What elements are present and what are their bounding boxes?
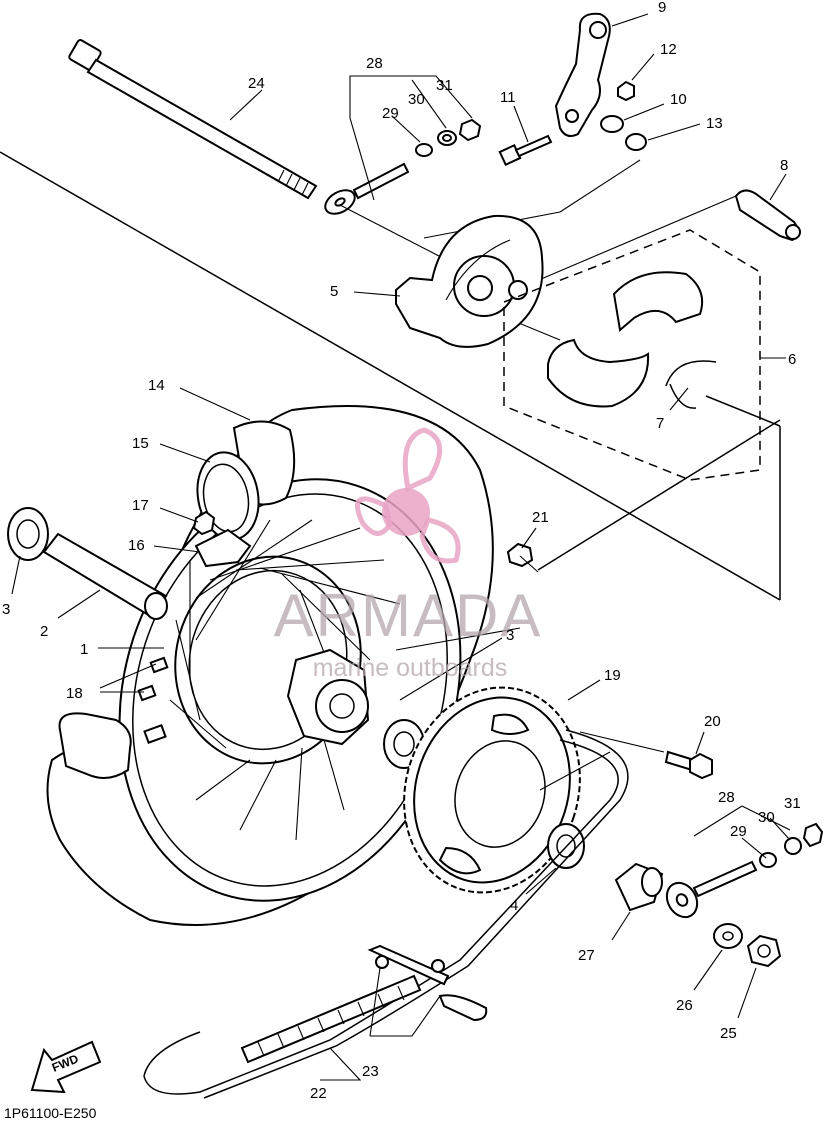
callout-19: 19 bbox=[604, 667, 621, 684]
callout-24: 24 bbox=[248, 75, 265, 92]
part-20-bolt bbox=[664, 750, 713, 780]
watermark-brand: ARMADA bbox=[274, 582, 543, 649]
watermark: ARMADA marine outboards bbox=[274, 427, 543, 682]
part-axle-nut bbox=[746, 934, 782, 968]
fwd-arrow-icon: FWD bbox=[30, 1040, 102, 1094]
callout-6: 6 bbox=[788, 351, 796, 368]
part-brake-plate bbox=[395, 214, 544, 348]
part-16-rim-lock bbox=[194, 528, 252, 568]
callout-28-lower: 28 bbox=[718, 789, 735, 806]
part-11-bolt bbox=[498, 134, 553, 167]
part-bearing-left bbox=[7, 507, 49, 561]
callout-20: 20 bbox=[704, 713, 721, 730]
callout-26: 26 bbox=[676, 997, 693, 1014]
callout-4: 4 bbox=[510, 897, 518, 914]
callout-13: 13 bbox=[706, 115, 723, 132]
callout-2: 2 bbox=[40, 623, 48, 640]
callout-3-left: 3 bbox=[2, 601, 10, 618]
callout-3-right: 3 bbox=[506, 627, 514, 644]
callout-12: 12 bbox=[660, 41, 677, 58]
callout-28-upper: 28 bbox=[366, 55, 383, 72]
callout-16: 16 bbox=[128, 537, 145, 554]
part-21-nut bbox=[506, 542, 539, 573]
wheel-spokes bbox=[169, 519, 401, 841]
drawing-code: 1P61100-E250 bbox=[4, 1105, 97, 1121]
callout-15: 15 bbox=[132, 435, 149, 452]
frame-lines bbox=[0, 151, 781, 601]
wheel-assembly bbox=[46, 405, 494, 926]
part-spacer bbox=[42, 532, 168, 620]
part-adjuster-lower bbox=[665, 805, 824, 919]
part-17-lock-nut bbox=[192, 510, 216, 536]
callout-7: 7 bbox=[656, 415, 664, 432]
part-axle bbox=[68, 39, 318, 200]
part-master-link bbox=[367, 944, 488, 1022]
part-10-washer bbox=[600, 115, 624, 133]
callout-22: 22 bbox=[310, 1085, 327, 1102]
callout-9: 9 bbox=[658, 0, 666, 16]
callout-17: 17 bbox=[132, 497, 149, 514]
callout-29-lower: 29 bbox=[730, 823, 747, 840]
callout-11: 11 bbox=[500, 89, 516, 106]
part-12-nut bbox=[617, 80, 635, 102]
watermark-tagline: marine outboards bbox=[313, 654, 508, 682]
callout-10: 10 bbox=[670, 91, 687, 108]
part-adjuster-upper bbox=[324, 118, 482, 215]
callout-8: 8 bbox=[780, 157, 788, 174]
part-brake-shoe-group bbox=[503, 229, 786, 481]
leader-lines bbox=[11, 13, 791, 1081]
callout-25: 25 bbox=[720, 1025, 737, 1042]
part-torque-arm bbox=[554, 12, 611, 137]
callout-27: 27 bbox=[578, 947, 595, 964]
callout-31-lower: 31 bbox=[784, 795, 801, 812]
part-washer-26 bbox=[713, 923, 743, 949]
callout-1: 1 bbox=[80, 641, 88, 658]
callout-30-upper: 30 bbox=[408, 91, 425, 108]
callout-labels: 9 12 10 13 11 28 31 30 29 24 8 5 6 7 14 … bbox=[2, 0, 801, 1102]
callout-5: 5 bbox=[330, 283, 338, 300]
part-sprocket bbox=[403, 686, 665, 894]
callout-30-lower: 30 bbox=[758, 809, 775, 826]
part-collar bbox=[614, 862, 664, 912]
callout-14: 14 bbox=[148, 377, 165, 394]
callout-23: 23 bbox=[362, 1063, 379, 1080]
callout-21: 21 bbox=[532, 509, 549, 526]
watermark-propeller-icon bbox=[355, 427, 461, 564]
part-camshaft bbox=[734, 189, 801, 242]
callout-29-upper: 29 bbox=[382, 105, 399, 122]
part-13-collar bbox=[625, 133, 647, 151]
part-18-bolts bbox=[137, 656, 169, 702]
callout-18: 18 bbox=[66, 685, 83, 702]
callout-31-upper: 31 bbox=[436, 77, 453, 94]
